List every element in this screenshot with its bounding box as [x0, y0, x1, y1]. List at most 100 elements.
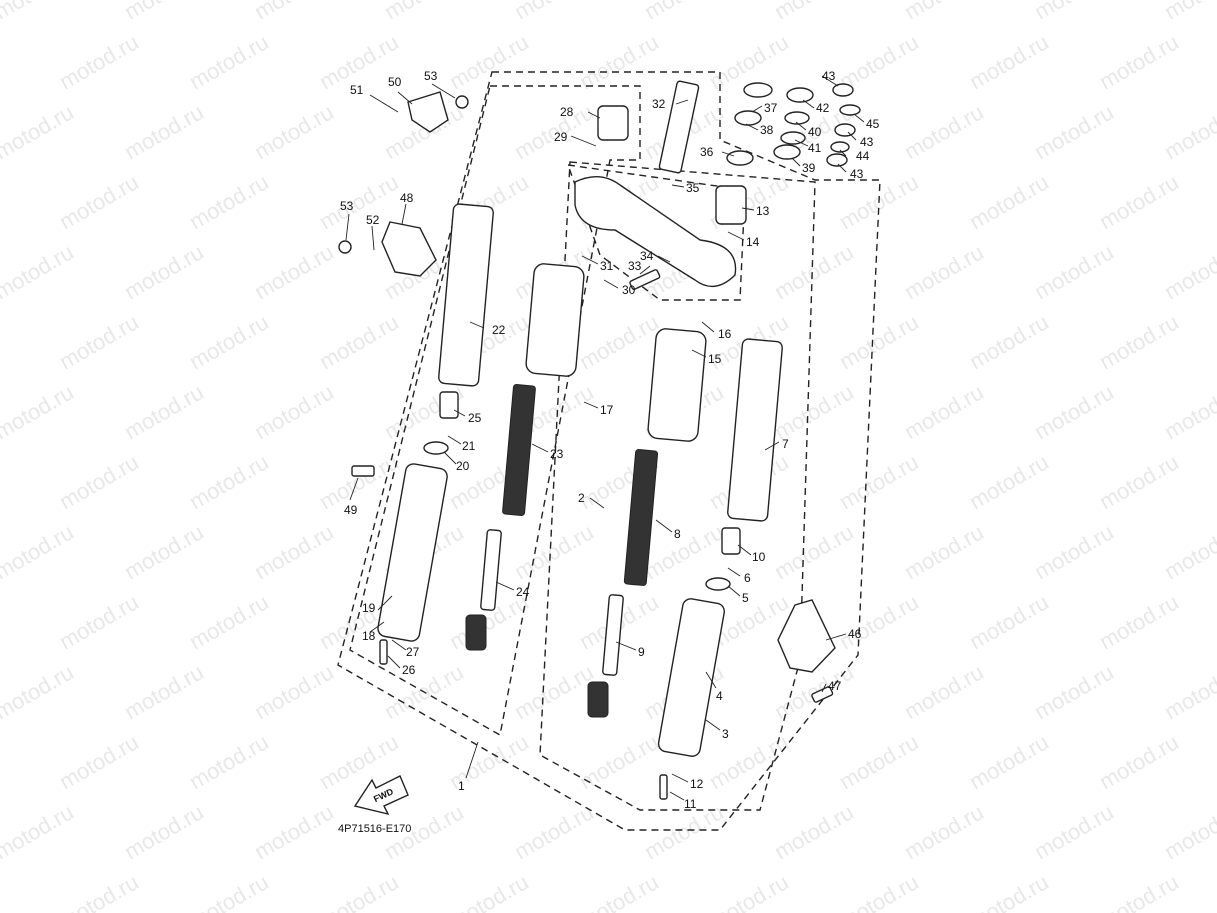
callout-13: 13 — [756, 204, 770, 218]
callout-46: 46 — [848, 627, 862, 641]
clamp-50 — [407, 91, 449, 133]
watermark-text: motod.ru — [900, 379, 988, 444]
bearing-race-5 — [784, 111, 810, 125]
callout-10: 10 — [752, 550, 766, 564]
watermark-text: motod.ru — [315, 449, 403, 514]
bearing-race-7 — [773, 144, 801, 160]
watermark-text: motod.ru — [1030, 0, 1118, 24]
callout-37: 37 — [764, 101, 778, 115]
oil-seal-right — [705, 577, 731, 591]
rebound-spring-left — [465, 614, 487, 651]
watermark-text: motod.ru — [120, 799, 208, 864]
watermark-text: motod.ru — [900, 519, 988, 584]
watermark-text: motod.ru — [55, 29, 143, 94]
callout-4: 4 — [716, 689, 723, 703]
fork-parts — [338, 80, 861, 800]
callout-43: 43 — [822, 69, 836, 83]
watermark-text: motod.ru — [445, 869, 533, 913]
watermark-text: motod.ru — [835, 449, 923, 514]
callout-5: 5 — [742, 591, 749, 605]
watermark-text: motod.ru — [120, 0, 208, 24]
watermark-text: motod.ru — [250, 519, 338, 584]
callout-8: 8 — [674, 527, 681, 541]
callout-31: 31 — [600, 259, 614, 273]
dust-boot-left — [525, 263, 585, 377]
watermark-text: motod.ru — [510, 799, 598, 864]
callout-7: 7 — [782, 437, 789, 451]
watermark-text: motod.ru — [835, 729, 923, 794]
bearing-race-2 — [734, 110, 762, 126]
leader-lines — [345, 75, 865, 801]
callout-18: 18 — [362, 629, 376, 643]
watermark-text: motod.ru — [900, 659, 988, 724]
callout-15: 15 — [708, 352, 722, 366]
damper-rod-right — [602, 594, 624, 676]
watermark-text: motod.ru — [965, 169, 1053, 234]
callout-12: 12 — [690, 777, 704, 791]
watermark-text: motod.ru — [120, 379, 208, 444]
watermark-text: motod.ru — [1030, 519, 1118, 584]
callout-20: 20 — [456, 459, 470, 473]
watermark-text: motod.ru — [1095, 309, 1183, 374]
callout-52: 52 — [366, 213, 380, 227]
watermark-text: motod.ru — [0, 799, 78, 864]
watermark-text: motod.ru — [55, 449, 143, 514]
watermark-text: motod.ru — [900, 239, 988, 304]
watermark-text: motod.ru — [1095, 869, 1183, 913]
callout-6: 6 — [744, 571, 751, 585]
watermark-text: motod.ru — [120, 519, 208, 584]
cap-bolt-right — [715, 185, 747, 225]
cable-guide-bracket-right — [777, 599, 836, 673]
rebound-spring-right — [587, 681, 609, 718]
callout-23: 23 — [550, 447, 564, 461]
watermark-text: motod.ru — [55, 169, 143, 234]
watermark-text: motod.ru — [185, 449, 273, 514]
watermark-text: motod.ru — [510, 0, 598, 24]
callout-43: 43 — [860, 135, 874, 149]
watermark-text: motod.ru — [965, 729, 1053, 794]
callout-27: 27 — [406, 645, 420, 659]
callout-3: 3 — [722, 727, 729, 741]
bolt-49 — [351, 465, 375, 477]
callout-51: 51 — [350, 83, 364, 97]
watermark-text: motod.ru — [770, 239, 858, 304]
watermark-text: motod.ru — [120, 659, 208, 724]
callout-17: 17 — [600, 403, 614, 417]
watermark-text: motod.ru — [0, 519, 78, 584]
watermark-text: motod.ru — [965, 449, 1053, 514]
callout-44: 44 — [856, 149, 870, 163]
watermark-text: motod.ru — [1030, 239, 1118, 304]
nut-4 — [826, 153, 848, 167]
watermark-text: motod.ru — [1095, 29, 1183, 94]
bolt-33 — [629, 269, 661, 291]
watermark-text: motod.ru — [640, 0, 728, 24]
watermark-text: motod.ru — [55, 589, 143, 654]
bearing-race-6 — [780, 131, 806, 145]
watermark-text: motod.ru — [120, 99, 208, 164]
watermark-text: motod.ru — [120, 239, 208, 304]
watermark-text: motod.ru — [1160, 519, 1217, 584]
watermark-text: motod.ru — [0, 99, 78, 164]
callout-29: 29 — [554, 130, 568, 144]
callout-34: 34 — [640, 249, 654, 263]
bearing-race-4 — [786, 87, 814, 103]
watermark-text: motod.ru — [640, 519, 728, 584]
callout-28: 28 — [560, 105, 574, 119]
watermark-text: motod.ru — [770, 379, 858, 444]
fwd-arrow-icon — [353, 775, 409, 816]
watermark-text: motod.ru — [185, 869, 273, 913]
watermark-text: motod.ru — [1095, 449, 1183, 514]
callout-32: 32 — [652, 97, 666, 111]
nut-3 — [830, 141, 850, 153]
bolt-26 — [379, 639, 388, 665]
watermark-text: motod.ru — [185, 309, 273, 374]
outline-left-leg — [349, 85, 641, 737]
watermark-text: motod.ru — [250, 239, 338, 304]
callout-49: 49 — [344, 503, 358, 517]
collar-right — [721, 527, 741, 555]
watermark-text: motod.ru — [510, 519, 598, 584]
watermark-text: motod.ru — [1160, 799, 1217, 864]
watermark-text: motod.ru — [510, 659, 598, 724]
watermark-text: motod.ru — [1030, 379, 1118, 444]
watermark-text: motod.ru — [965, 869, 1053, 913]
